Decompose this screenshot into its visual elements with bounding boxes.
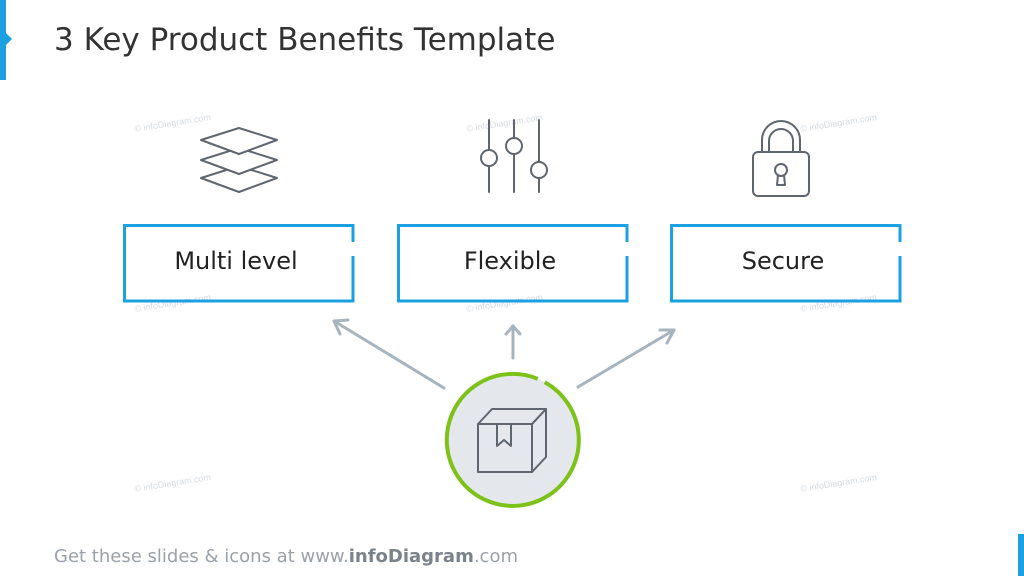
center-product-circle xyxy=(444,371,581,508)
arrow-to-secure xyxy=(576,328,676,389)
box-frame xyxy=(397,224,629,303)
arrow-to-flexible xyxy=(504,324,522,360)
footer-suffix: .com xyxy=(473,546,518,567)
benefit-label: Flexible xyxy=(463,247,557,275)
footer-brand: infoDiagram xyxy=(348,546,474,567)
padlock-icon xyxy=(752,120,810,197)
benefit-box-multi-level: Multi level xyxy=(123,224,355,303)
box-frame xyxy=(123,224,355,303)
footer-credit: Get these slides & icons at www.infoDiag… xyxy=(54,546,518,567)
footer-prefix: Get these slides & icons at www. xyxy=(54,546,349,567)
slide-title: 3 Key Product Benefits Template xyxy=(54,22,556,58)
layers-icon xyxy=(200,127,278,193)
title-accent-bar xyxy=(0,0,12,80)
benefit-box-flexible: Flexible xyxy=(397,224,629,303)
benefit-label: Multi level xyxy=(174,247,298,275)
corner-accent-bar xyxy=(1018,534,1024,576)
sliders-icon xyxy=(480,119,548,193)
package-box-icon xyxy=(477,408,547,473)
arrow-to-multi-level xyxy=(332,318,446,390)
benefit-box-secure: Secure xyxy=(670,224,902,303)
box-frame xyxy=(670,224,902,303)
benefit-label: Secure xyxy=(741,247,825,275)
